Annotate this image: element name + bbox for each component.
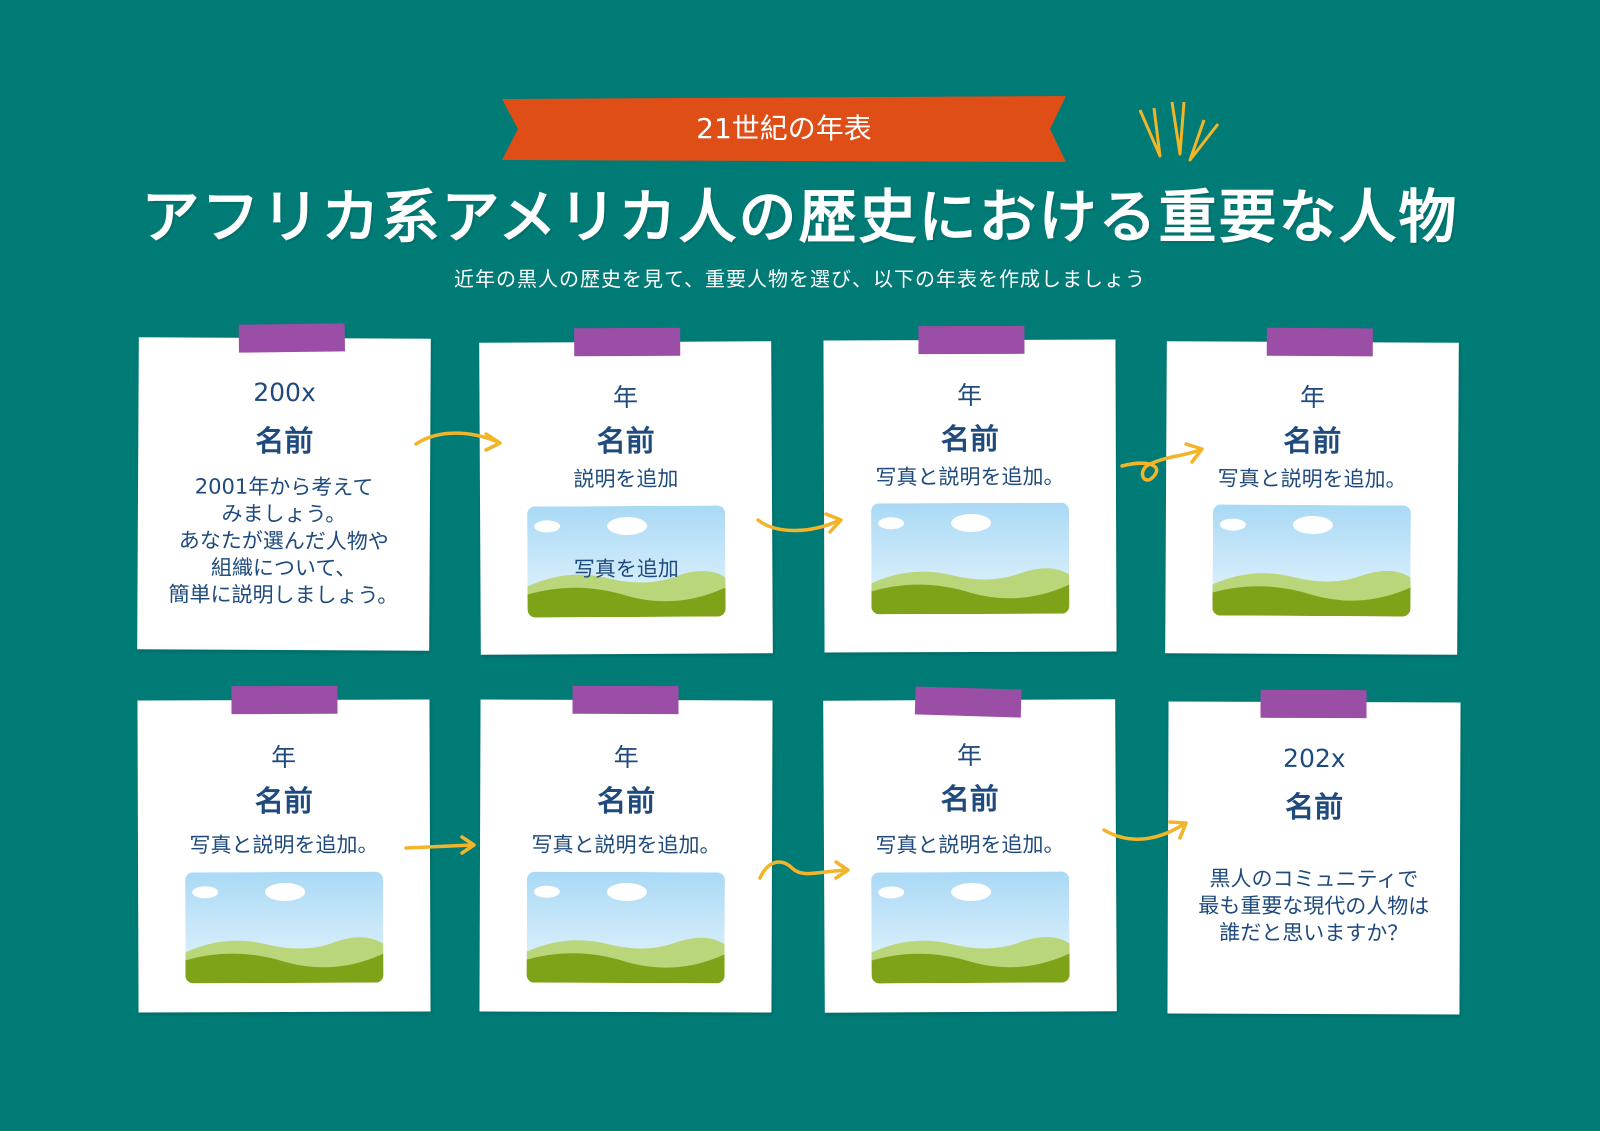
arrow-icon	[414, 431, 502, 452]
photo-placeholder[interactable]	[871, 502, 1070, 615]
photo-placeholder[interactable]	[1212, 504, 1411, 617]
card-name: 名前	[597, 783, 656, 819]
card-description: 写真と説明を追加。	[875, 464, 1065, 490]
card-year: 年	[613, 742, 639, 773]
tape	[574, 327, 681, 357]
card-desc-line: あなたが選んだ人物や	[178, 528, 389, 554]
card-description: 写真と説明を追加。	[531, 832, 721, 858]
card-desc-line: 組織について、	[210, 555, 357, 581]
arrow-icon	[1102, 820, 1188, 841]
header-ribbon: 21世紀の年表	[502, 96, 1066, 162]
card-name: 名前	[596, 423, 655, 459]
timeline-card-1: 200x 名前 2001年から考えて みましょう。 あなたが選んだ人物や 組織に…	[137, 323, 431, 651]
page-title: アフリカ系アメリカ人の歴史における重要な人物	[141, 183, 1459, 251]
card-desc-line: 最も重要な現代の人物は	[1198, 893, 1430, 919]
sparkle-burst-icon	[1138, 101, 1220, 162]
landscape-photo-icon	[185, 871, 384, 984]
timeline-card-6: 年 名前 写真と説明を追加。	[479, 685, 773, 1013]
card-name: 名前	[940, 421, 999, 457]
card-year: 年	[612, 382, 639, 413]
landscape-photo-icon	[526, 871, 725, 984]
card-name: 名前	[1285, 789, 1344, 825]
photo-placeholder[interactable]	[185, 871, 384, 984]
tape	[914, 686, 1022, 718]
card-name: 名前	[1283, 423, 1342, 459]
photo-placeholder[interactable]	[871, 871, 1070, 984]
card-year: 202x	[1283, 743, 1346, 774]
photo-placeholder[interactable]	[526, 871, 725, 984]
card-description: 写真と説明を追加。	[1217, 466, 1407, 492]
timeline-card-2: 年 名前 説明を追加 写真を追加	[479, 327, 773, 655]
landscape-photo-icon	[527, 505, 726, 618]
tape	[231, 685, 338, 715]
photo-placeholder[interactable]: 写真を追加	[527, 505, 726, 618]
tape	[1260, 689, 1367, 719]
timeline-card-4: 年 名前 写真と説明を追加。	[1165, 327, 1459, 655]
card-desc-line: みましょう。	[221, 501, 347, 527]
ribbon-label: 21世紀の年表	[696, 112, 872, 145]
card-desc-line: 簡単に説明しましょう。	[168, 582, 399, 608]
card-year: 年	[271, 742, 297, 773]
card-year: 年	[956, 740, 983, 771]
card-description: 写真と説明を追加。	[875, 832, 1065, 858]
landscape-photo-icon	[1212, 504, 1411, 617]
ribbon-shape	[502, 96, 1066, 162]
card-year: 年	[1299, 382, 1326, 413]
card-desc-line: 黒人のコミュニティで	[1209, 866, 1419, 892]
card-name: 名前	[254, 783, 313, 819]
add-photo-label: 写真を追加	[573, 556, 679, 582]
card-description: 説明を追加	[573, 466, 679, 492]
card-desc-line: 2001年から考えて	[194, 474, 374, 500]
card-description: 写真と説明を追加。	[189, 832, 379, 858]
tape	[238, 323, 345, 353]
tape	[918, 325, 1025, 355]
card-year: 200x	[253, 377, 316, 408]
card-desc-line: 誰だと思いますか？	[1219, 920, 1409, 946]
card-name: 名前	[255, 423, 314, 459]
page-subtitle: 近年の黒人の歴史を見て、重要人物を選び、以下の年表を作成しましょう	[454, 267, 1146, 291]
card-description: 2001年から考えて みましょう。 あなたが選んだ人物や 組織について、 簡単に…	[147, 473, 420, 609]
tape	[572, 685, 679, 715]
wavy-arrow-icon	[758, 860, 850, 880]
arrow-icon	[756, 512, 843, 534]
timeline-card-7: 年 名前 写真と説明を追加。	[823, 686, 1117, 1013]
landscape-photo-icon	[871, 871, 1070, 984]
timeline-card-5: 年 名前 写真と説明を追加。	[137, 685, 431, 1013]
landscape-photo-icon	[871, 502, 1070, 615]
timeline-card-8: 202x 名前 黒人のコミュニティで 最も重要な現代の人物は 誰だと思いますか？	[1167, 689, 1461, 1015]
arrow-icon	[404, 835, 476, 855]
card-year: 年	[957, 380, 983, 411]
timeline-card-3: 年 名前 写真と説明を追加。	[823, 325, 1117, 653]
tape	[1266, 327, 1373, 357]
card-description: 黒人のコミュニティで 最も重要な現代の人物は 誰だと思いますか？	[1178, 866, 1450, 948]
card-name: 名前	[940, 781, 999, 817]
loop-arrow-icon	[1120, 442, 1204, 482]
